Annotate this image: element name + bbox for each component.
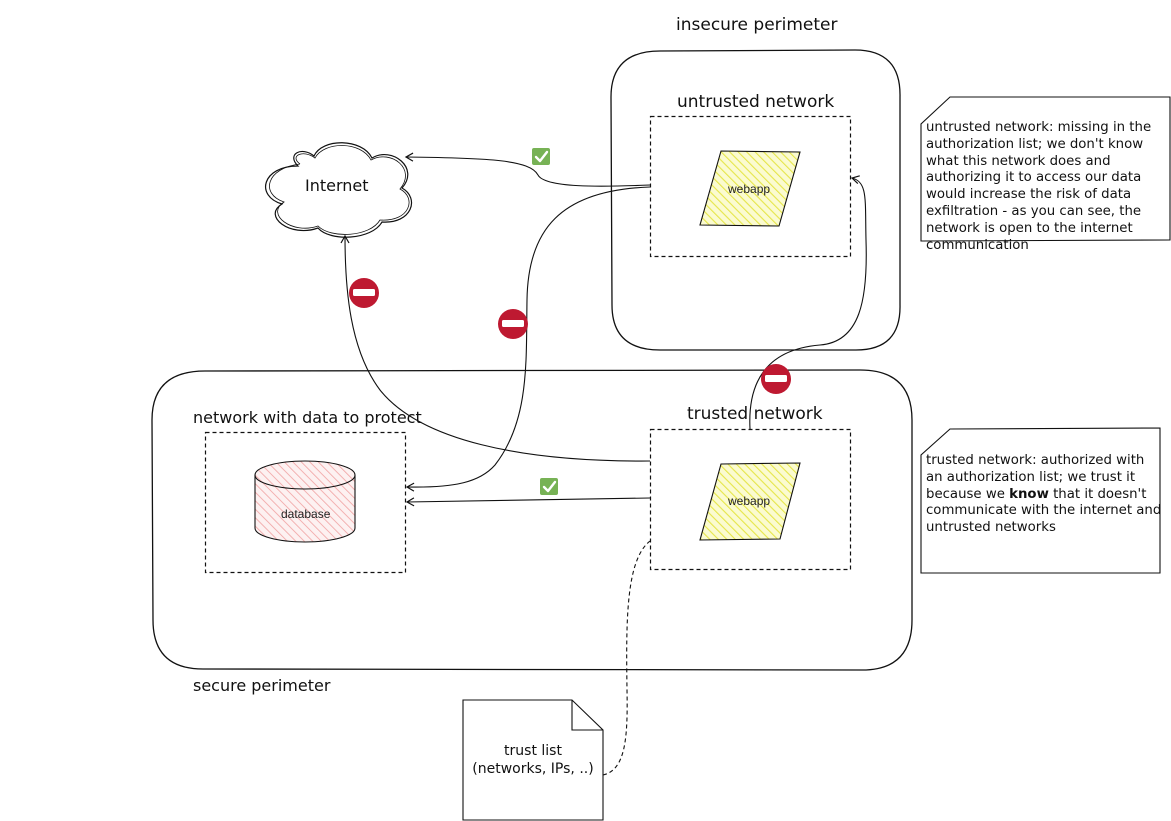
no-entry-icon xyxy=(498,309,528,339)
check-mark-icon xyxy=(532,148,550,165)
trusted-network-label: trusted network xyxy=(687,404,823,424)
note-trusted-part2: that it doesn't communicate with the int… xyxy=(926,486,1162,536)
connector-trusted-to-database xyxy=(405,497,651,507)
note-trusted-text: trusted network: authorized with an auth… xyxy=(926,453,1162,537)
note-untrusted-text: untrusted network: missing in the author… xyxy=(926,120,1152,253)
trust-list-title: trust list xyxy=(504,743,562,759)
webapp-untrusted-label: webapp xyxy=(728,182,771,196)
connector-trust-list xyxy=(602,540,651,776)
connector-untrusted-to-internet xyxy=(404,152,651,187)
untrusted-network-box xyxy=(649,115,852,258)
internet-label: Internet xyxy=(305,176,369,195)
data-network-box xyxy=(204,431,407,574)
no-entry-icon xyxy=(761,364,791,394)
no-entry-icon xyxy=(349,278,379,308)
insecure-perimeter-box xyxy=(610,49,901,351)
untrusted-network-label: untrusted network xyxy=(677,92,835,112)
insecure-perimeter-label: insecure perimeter xyxy=(676,15,838,35)
note-untrusted-shape xyxy=(920,96,1171,242)
data-network-label: network with data to protect xyxy=(193,408,422,427)
trust-list-text: trust list (networks, IPs, ..) xyxy=(463,742,603,778)
database-cylinder xyxy=(254,460,356,543)
webapp-untrusted-shape xyxy=(699,150,801,227)
secure-perimeter-box xyxy=(151,369,913,671)
trusted-network-box xyxy=(649,428,852,571)
note-trusted-emphasis: know xyxy=(1009,486,1049,502)
trust-list-subtitle: (networks, IPs, ..) xyxy=(472,761,594,777)
note-trusted-part1: trusted network: authorized with an auth… xyxy=(926,453,1145,502)
webapp-trusted-shape xyxy=(699,462,801,541)
connector-untrusted-to-database xyxy=(405,186,651,492)
check-mark-icon xyxy=(540,478,558,495)
connector-trusted-to-internet xyxy=(340,234,651,462)
database-label: database xyxy=(281,507,331,521)
note-trusted-shape xyxy=(920,427,1161,574)
connector-trusted-to-untrusted xyxy=(749,175,867,430)
webapp-trusted-label: webapp xyxy=(728,494,771,508)
secure-perimeter-label: secure perimeter xyxy=(193,676,331,695)
